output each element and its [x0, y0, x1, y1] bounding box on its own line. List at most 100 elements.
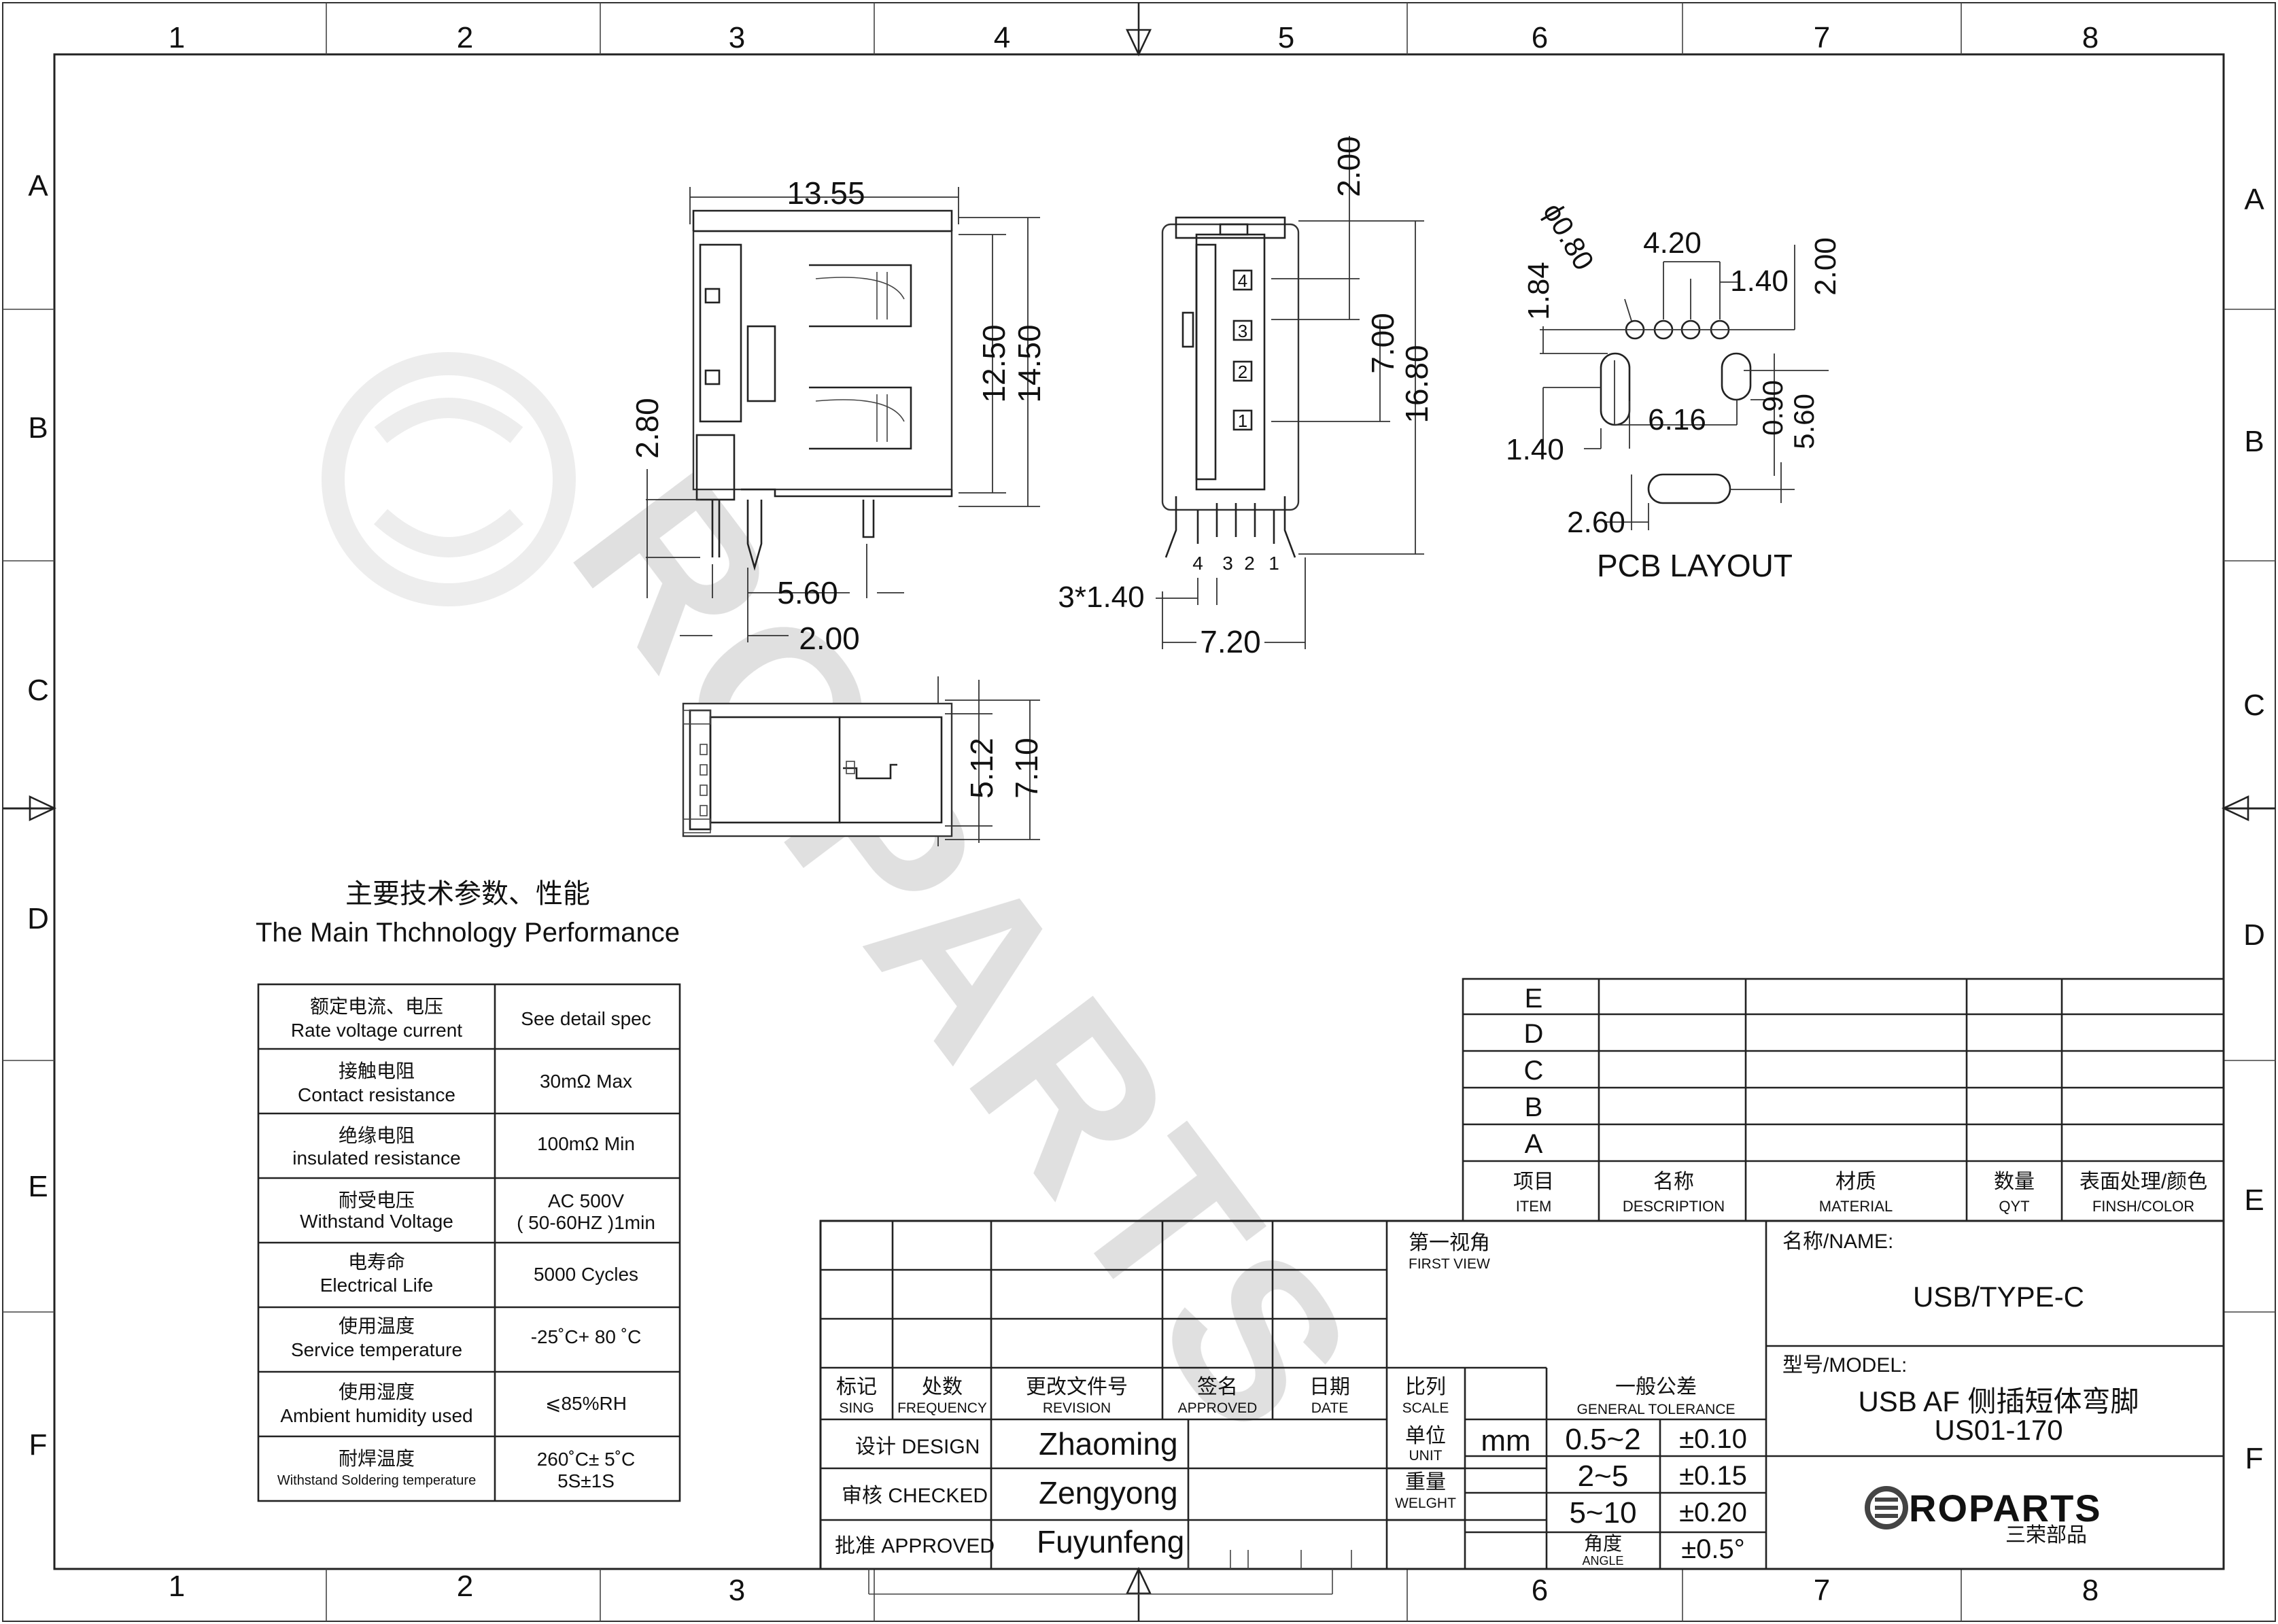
company-logo: ROPARTS 三荣部品: [1865, 1486, 2101, 1547]
row-label-right: E: [2244, 1184, 2264, 1217]
spec-row-label-cn: 接触电阻: [339, 1060, 415, 1082]
col-label-bottom: 3: [729, 1574, 745, 1607]
specs-title-en: The Main Thchnology Performance: [256, 918, 680, 948]
pcb-dim-slot-span: 5.60: [1788, 394, 1820, 449]
tolerance-range: 2~5: [1578, 1459, 1629, 1493]
tolerance-value: ±0.20: [1679, 1498, 1747, 1527]
bom-header-en: DESCRIPTION: [1623, 1198, 1725, 1215]
view-label-cn: 第一视角: [1409, 1232, 1490, 1254]
spec-row-value: 260˚C± 5˚C: [537, 1449, 636, 1470]
bom-header-cn: 数量: [1994, 1171, 2035, 1193]
bom-header-cn: 名称: [1653, 1171, 1694, 1193]
row-label-right: C: [2243, 689, 2265, 722]
pcb-dim-slot-h: 0.90: [1757, 380, 1789, 436]
side-view: 13.55 12.50 14.50 2.80 5.60 2.00: [629, 175, 1047, 656]
rev-header-cn: 标记: [836, 1376, 877, 1398]
spec-row-label-cn: 使用温度: [339, 1315, 415, 1336]
row-label-left: B: [28, 411, 48, 445]
pcb-layout: ϕ0.80 4.20 1.40 2.00 1.84 6.16 0.90 5.60…: [1506, 197, 1842, 583]
col-label-top: 5: [1278, 21, 1294, 54]
spec-row-value: 100mΩ Min: [537, 1133, 635, 1154]
bom-header-en: FINSH/COLOR: [2092, 1198, 2194, 1215]
front-pin-label: 3: [1238, 321, 1247, 341]
row-label-right: A: [2244, 183, 2264, 216]
bom-table: E D C B A 项目 名称 材质 数量 表面处理/颜色 ITEM DESCR…: [1462, 978, 2225, 1222]
col-label-bottom: 1: [169, 1570, 185, 1603]
model-label: 型号/MODEL:: [1782, 1354, 1907, 1377]
bom-row-label: B: [1525, 1092, 1543, 1122]
front-pin-label: 2: [1238, 362, 1247, 382]
front-dim-mid: 7.00: [1365, 313, 1400, 374]
col-label-top: 3: [729, 21, 745, 54]
pcb-dim-slot-w2: 2.60: [1567, 506, 1625, 539]
bom-row-label: C: [1524, 1056, 1544, 1086]
tolerance-value: ±0.15: [1679, 1461, 1747, 1491]
model-code: US01-170: [1934, 1414, 2063, 1446]
rev-header-cn: 处数: [922, 1376, 963, 1398]
unit-label-cn: 单位: [1405, 1425, 1446, 1447]
front-view: 4 3 2 1 4 3 2 1 2.00 7.00 16.80 3*1.40 7…: [1058, 136, 1434, 659]
angle-label-en: ANGLE: [1582, 1554, 1623, 1568]
spec-row-value2: 5S±1S: [557, 1470, 615, 1491]
rev-header-en: FREQUENCY: [897, 1400, 987, 1416]
front-bottom-pin: 4: [1192, 553, 1203, 574]
row-label-right: B: [2244, 425, 2264, 458]
checked-label: 审核 CHECKED: [842, 1485, 988, 1507]
rev-header-en: APPROVED: [1178, 1400, 1258, 1416]
bom-row-label: A: [1525, 1129, 1543, 1159]
spec-row-label-cn: 电寿命: [348, 1251, 405, 1273]
angle-label-cn: 角度: [1584, 1533, 1622, 1554]
unit-label-en: UNIT: [1409, 1448, 1443, 1464]
spec-row-label-en: Electrical Life: [320, 1275, 434, 1296]
approved-label: 批准 APPROVED: [835, 1535, 995, 1557]
col-label-top: 8: [2082, 21, 2099, 54]
front-pin-label: 4: [1238, 271, 1247, 291]
front-dim-total: 16.80: [1399, 345, 1434, 423]
spec-row-value2: ( 50-60HZ )1min: [517, 1212, 655, 1233]
col-label-top: 6: [1532, 21, 1548, 54]
logo-text-cn: 三荣部品: [2005, 1524, 2087, 1547]
col-label-top: 4: [994, 21, 1010, 54]
front-dim-width: 7.20: [1200, 624, 1261, 659]
col-label-bottom: 2: [457, 1570, 473, 1603]
bom-header-cn: 项目: [1513, 1171, 1554, 1193]
spec-row-label-cn: 额定电流、电压: [310, 996, 443, 1017]
rev-header-en: REVISION: [1043, 1400, 1111, 1416]
pcb-dim-slot-gap: 6.16: [1648, 403, 1706, 436]
spec-row-label-en: Ambient humidity used: [280, 1405, 472, 1426]
col-label-bottom: 6: [1532, 1574, 1548, 1607]
row-label-left: A: [28, 169, 48, 203]
name-value: USB/TYPE-C: [1913, 1281, 2084, 1313]
spec-row-label-cn: 耐受电压: [339, 1190, 415, 1211]
top-view: 5.12 7.10: [682, 676, 1044, 846]
tolerance-label-cn: 一般公差: [1615, 1376, 1697, 1398]
rev-header-en: SING: [839, 1400, 874, 1416]
bom-row-label: E: [1525, 984, 1543, 1014]
col-label-bottom: 8: [2082, 1574, 2099, 1607]
front-pin-label: 1: [1238, 411, 1247, 431]
spec-row-value: -25˚C+ 80 ˚C: [531, 1326, 642, 1347]
scale-label-en: SCALE: [1402, 1400, 1449, 1416]
row-label-right: F: [2245, 1442, 2264, 1475]
spec-row-label-cn: 耐焊温度: [339, 1448, 415, 1469]
pcb-dim-pitch2: 1.40: [1730, 264, 1789, 298]
front-bottom-pin: 2: [1244, 553, 1255, 574]
top-dim-inner: 5.12: [964, 738, 999, 799]
row-label-left: C: [27, 674, 49, 707]
row-label-left: F: [29, 1428, 48, 1462]
side-dim-pin-offset: 2.00: [799, 621, 860, 656]
front-bottom-pin: 1: [1269, 553, 1279, 574]
side-dim-pin-pitch: 5.60: [777, 575, 838, 610]
side-dim-width: 13.55: [787, 175, 865, 211]
pcb-dim-pitch: 4.20: [1643, 226, 1702, 260]
tolerance-range: 0.5~2: [1565, 1423, 1640, 1456]
angle-value: ±0.5°: [1681, 1534, 1745, 1564]
bom-header-en: MATERIAL: [1819, 1198, 1893, 1215]
design-label: 设计 DESIGN: [855, 1436, 980, 1458]
pcb-dim-slot-w: 1.40: [1506, 433, 1564, 466]
bom-header-cn: 材质: [1835, 1171, 1876, 1193]
spec-row-label-cn: 绝缘电阻: [339, 1125, 415, 1146]
top-dim-outer: 7.10: [1009, 738, 1044, 799]
bom-header-cn: 表面处理/颜色: [2079, 1171, 2207, 1193]
